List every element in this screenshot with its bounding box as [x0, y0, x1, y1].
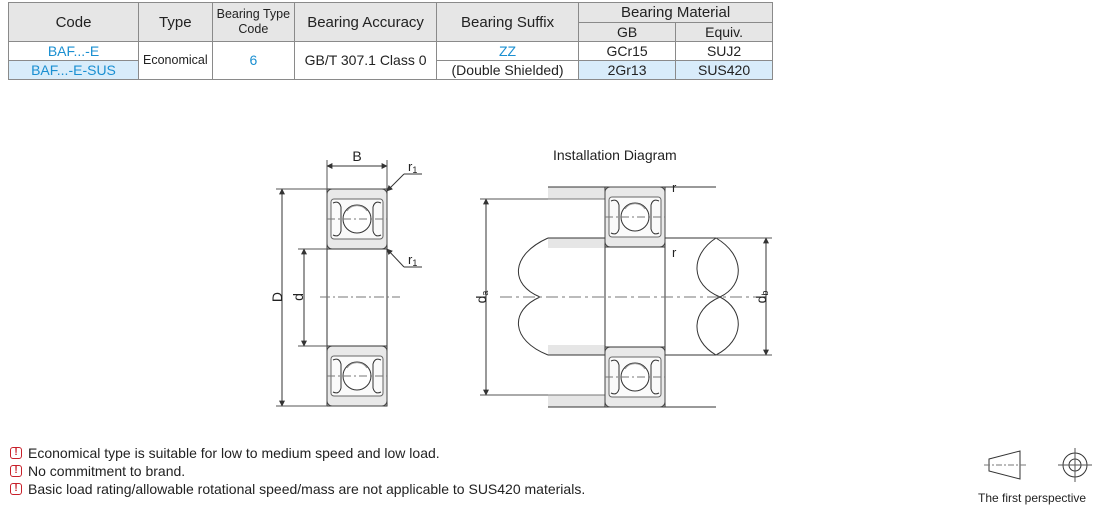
- header-material: Bearing Material: [578, 2, 774, 23]
- installation-assembly: [500, 186, 760, 408]
- label-db: db: [753, 291, 770, 304]
- table-row: BAF...-E Economical 6 GB/T 307.1 Class 0…: [8, 41, 774, 80]
- label-r1-top: r1: [408, 159, 417, 175]
- header-equiv: Equiv.: [675, 22, 774, 42]
- spec-table: Code Type Bearing Type Code Bearing Accu…: [8, 2, 774, 80]
- warning-icon: !: [10, 447, 22, 459]
- warning-icon: !: [10, 483, 22, 495]
- header-gb: GB: [578, 22, 677, 42]
- label-r-mid: r: [672, 245, 677, 260]
- left-bearing: [320, 188, 400, 407]
- row2-gb: 2Gr13: [578, 60, 677, 80]
- header-code: Code: [8, 2, 139, 42]
- row1-gb: GCr15: [578, 41, 677, 61]
- label-D: D: [269, 292, 285, 302]
- label-d: d: [290, 293, 306, 301]
- first-perspective-symbol: [984, 448, 1092, 482]
- row2-equiv: SUS420: [675, 60, 774, 80]
- header-accuracy: Bearing Accuracy: [294, 2, 438, 42]
- label-r1-bottom: r1: [408, 252, 417, 268]
- note-text: No commitment to brand.: [28, 463, 186, 479]
- accuracy-cell: GB/T 307.1 Class 0: [294, 41, 438, 80]
- label-r-top: r: [672, 180, 677, 195]
- warning-icon: !: [10, 465, 22, 477]
- perspective-label: The first perspective: [978, 491, 1087, 505]
- header-btc-line2: Code: [238, 22, 269, 36]
- bearing-type-code-cell: 6: [211, 41, 296, 80]
- installation-title: Installation Diagram: [553, 147, 677, 163]
- row2-code: BAF...-E-SUS: [8, 60, 139, 80]
- header-suffix: Bearing Suffix: [436, 2, 580, 42]
- notes-list: ! Economical type is suitable for low to…: [10, 444, 585, 498]
- bottom-ball-section: [326, 345, 388, 407]
- row1-code: BAF...-E: [8, 41, 139, 61]
- row1-equiv: SUJ2: [675, 41, 774, 61]
- table-row: BAF...-E-SUS (Double Shielded) 2Gr13 SUS…: [8, 60, 774, 80]
- note-text: Basic load rating/allowable rotational s…: [28, 481, 586, 497]
- top-ball-section: [326, 188, 388, 250]
- list-item: ! No commitment to brand.: [10, 462, 585, 480]
- list-item: ! Economical type is suitable for low to…: [10, 444, 585, 462]
- label-B: B: [352, 148, 361, 164]
- header-btc-line1: Bearing Type: [216, 7, 291, 21]
- type-cell: Economical: [138, 41, 213, 80]
- label-da: da: [473, 291, 490, 304]
- note-text: Economical type is suitable for low to m…: [28, 445, 440, 461]
- list-item: ! Basic load rating/allowable rotational…: [10, 480, 585, 498]
- suffix-desc-cell: (Double Shielded): [436, 60, 580, 80]
